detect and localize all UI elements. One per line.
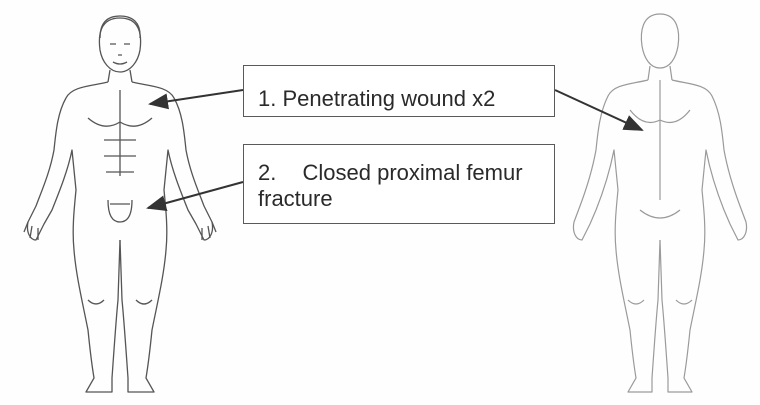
callout-2-text: Closed proximal femur — [302, 160, 523, 185]
pointer-arrow — [554, 89, 644, 131]
front-body-outline — [23, 15, 217, 393]
pointer-arrow — [146, 181, 244, 211]
callout-box-2: 2. Closed proximal femur fracture — [243, 144, 555, 224]
callout-1-text: Penetrating wound x2 — [282, 86, 496, 111]
callout-2-text-cont: fracture — [258, 186, 333, 211]
pointer-arrow — [148, 89, 244, 110]
back-body-outline — [572, 13, 748, 393]
callout-1-number: 1. — [258, 86, 277, 111]
callout-2-number: 2. — [258, 160, 277, 185]
pointer-arrows — [146, 89, 644, 211]
callout-box-1: 1. Penetrating wound x2 — [243, 65, 555, 117]
